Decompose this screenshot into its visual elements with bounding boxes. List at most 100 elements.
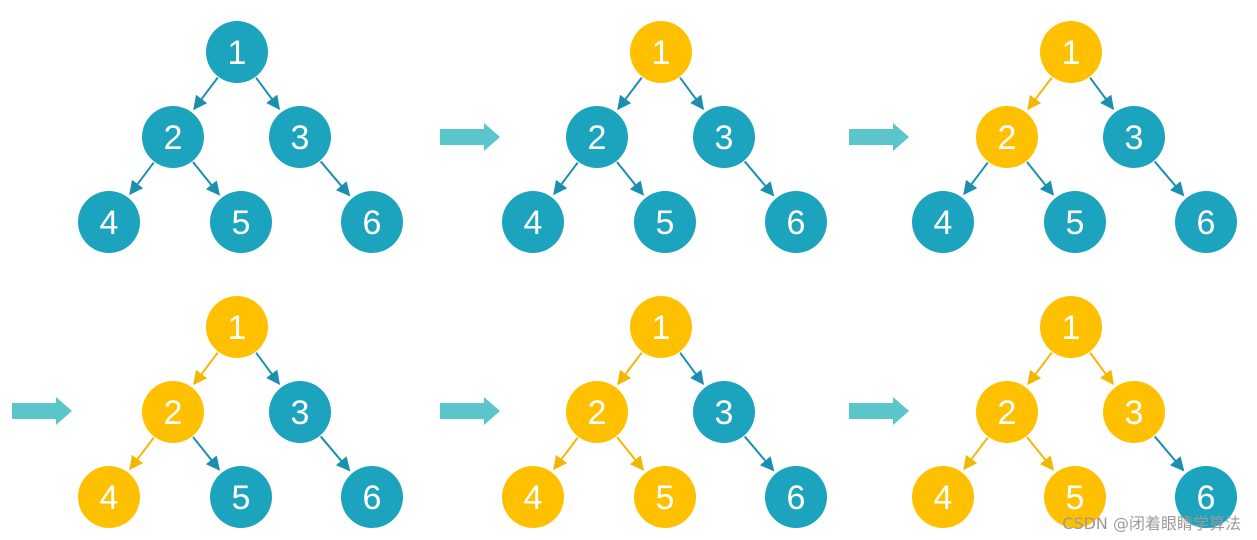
node-2 (976, 106, 1038, 168)
node-1 (1040, 21, 1102, 83)
node-6 (341, 466, 403, 528)
node-5 (210, 191, 272, 253)
node-3 (1103, 106, 1165, 168)
node-4 (502, 466, 564, 528)
node-label-2: 2 (998, 394, 1017, 432)
node-label-1: 1 (1062, 309, 1081, 347)
tree-step-4: 1 2 3 4 5 6 (78, 296, 403, 528)
edge-2-5 (1026, 436, 1055, 471)
node-5 (634, 466, 696, 528)
node-4 (78, 466, 140, 528)
node-label-5: 5 (656, 479, 675, 517)
node-label-4: 4 (934, 204, 953, 242)
node-5 (210, 466, 272, 528)
node-1 (206, 21, 268, 83)
node-label-1: 1 (652, 309, 671, 347)
edge-2-5 (616, 161, 645, 196)
edge-1-2 (1027, 76, 1053, 111)
edge-3-6 (1153, 435, 1185, 472)
edge-2-4 (129, 161, 155, 196)
node-label-6: 6 (363, 479, 382, 517)
node-label-5: 5 (1066, 479, 1085, 517)
edge-2-4 (963, 161, 989, 196)
node-label-2: 2 (588, 119, 607, 157)
edge-2-4 (129, 436, 155, 471)
node-5 (1044, 191, 1106, 253)
edge-1-3 (1089, 77, 1114, 111)
node-6 (765, 466, 827, 528)
right-arrow-icon (12, 397, 72, 425)
node-6 (341, 191, 403, 253)
node-label-3: 3 (715, 394, 734, 432)
node-3 (1103, 381, 1165, 443)
edge-3-6 (743, 160, 775, 197)
node-label-1: 1 (652, 34, 671, 72)
watermark: CSDN @闭着眼睛学算法 (1062, 514, 1241, 533)
right-arrow-icon (849, 397, 909, 425)
edge-1-2 (1027, 351, 1053, 386)
right-arrow-icon (440, 123, 500, 151)
node-2 (142, 106, 204, 168)
node-label-3: 3 (1125, 394, 1144, 432)
edge-3-6 (319, 435, 351, 472)
node-label-4: 4 (524, 204, 543, 242)
node-label-5: 5 (232, 204, 251, 242)
right-arrow-icon (440, 397, 500, 425)
node-5 (634, 191, 696, 253)
node-label-6: 6 (787, 204, 806, 242)
node-label-2: 2 (164, 394, 183, 432)
edge-2-5 (192, 436, 221, 471)
node-label-2: 2 (588, 394, 607, 432)
node-1 (206, 296, 268, 358)
node-1 (1040, 296, 1102, 358)
node-4 (912, 191, 974, 253)
edge-1-3 (255, 77, 280, 111)
node-6 (765, 191, 827, 253)
node-6 (1175, 466, 1237, 528)
node-2 (976, 381, 1038, 443)
right-arrow-icon (849, 123, 909, 151)
tree-step-5: 1 2 3 4 5 6 (502, 296, 827, 528)
edge-1-2 (617, 351, 643, 386)
node-label-5: 5 (232, 479, 251, 517)
edge-2-5 (616, 436, 645, 471)
node-label-4: 4 (100, 204, 119, 242)
node-label-2: 2 (164, 119, 183, 157)
node-label-4: 4 (100, 479, 119, 517)
node-label-6: 6 (787, 479, 806, 517)
node-label-4: 4 (524, 479, 543, 517)
node-2 (142, 381, 204, 443)
node-4 (502, 191, 564, 253)
node-label-2: 2 (998, 119, 1017, 157)
edge-2-5 (1026, 161, 1055, 196)
node-1 (630, 21, 692, 83)
edge-3-6 (743, 435, 775, 472)
node-label-6: 6 (1197, 479, 1216, 517)
node-6 (1175, 191, 1237, 253)
edge-2-4 (963, 436, 989, 471)
node-label-1: 1 (228, 309, 247, 347)
edge-1-2 (193, 351, 219, 386)
node-label-3: 3 (291, 119, 310, 157)
node-label-6: 6 (1197, 204, 1216, 242)
node-label-1: 1 (1062, 34, 1081, 72)
node-label-6: 6 (363, 204, 382, 242)
edge-2-4 (553, 161, 579, 196)
node-4 (912, 466, 974, 528)
node-label-3: 3 (291, 394, 310, 432)
edge-1-3 (1089, 352, 1114, 386)
node-3 (693, 381, 755, 443)
edge-3-6 (1153, 160, 1185, 197)
node-3 (693, 106, 755, 168)
node-2 (566, 381, 628, 443)
node-label-3: 3 (1125, 119, 1144, 157)
edge-1-3 (255, 352, 280, 386)
node-1 (630, 296, 692, 358)
edge-1-3 (679, 352, 704, 386)
edge-1-2 (193, 76, 219, 111)
edge-1-2 (617, 76, 643, 111)
edge-2-4 (553, 436, 579, 471)
